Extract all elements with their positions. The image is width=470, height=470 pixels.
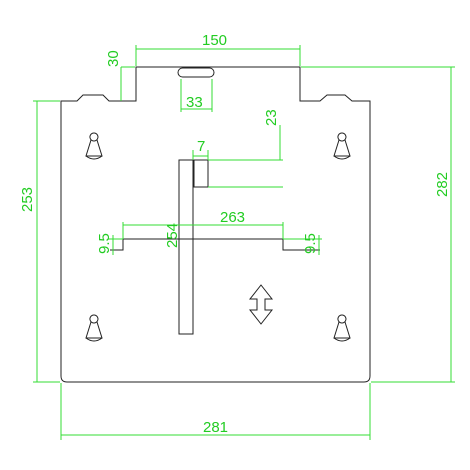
top-slot <box>177 67 215 78</box>
plate-outline <box>60 66 371 383</box>
svg-text:30: 30 <box>105 50 122 67</box>
dimension-slot-width: 33 <box>180 79 213 112</box>
dimension-bar-width: 7 <box>192 138 283 188</box>
keyhole-slot-icon <box>85 314 103 342</box>
dimension-right-tab: 9.5 <box>283 233 322 255</box>
svg-text:263: 263 <box>220 209 245 226</box>
svg-text:253: 253 <box>19 187 36 212</box>
dimension-top-width: 150 <box>135 32 301 66</box>
svg-text:9.5: 9.5 <box>96 233 113 254</box>
dimension-left-tab: 9.5 <box>96 233 123 255</box>
svg-text:7: 7 <box>197 138 205 155</box>
keyhole-slot-icon <box>85 132 103 160</box>
dimension-top-step: 30 <box>105 50 135 101</box>
dimension-width-bottom: 281 <box>60 383 371 440</box>
small-bar <box>193 159 209 188</box>
dimension-slot-offset: 23 <box>263 109 281 160</box>
up-down-arrow-icon <box>248 284 274 325</box>
svg-text:150: 150 <box>202 32 227 49</box>
dimension-horizontal-bar: 263 <box>122 209 284 239</box>
svg-text:9.5: 9.5 <box>302 233 319 254</box>
svg-text:23: 23 <box>263 109 280 126</box>
dimension-height-left: 253 <box>19 100 60 383</box>
svg-text:281: 281 <box>203 419 228 436</box>
left-tab <box>110 239 124 251</box>
right-tab <box>282 239 320 251</box>
svg-text:254: 254 <box>164 223 181 248</box>
svg-text:282: 282 <box>434 172 451 197</box>
keyhole-slot-icon <box>333 132 351 160</box>
vertical-bar <box>178 159 194 335</box>
dimension-vertical-bar: 254 <box>164 223 181 248</box>
keyhole-slot-icon <box>333 314 351 342</box>
dimension-height-right: 282 <box>301 66 455 383</box>
svg-text:33: 33 <box>186 94 203 111</box>
